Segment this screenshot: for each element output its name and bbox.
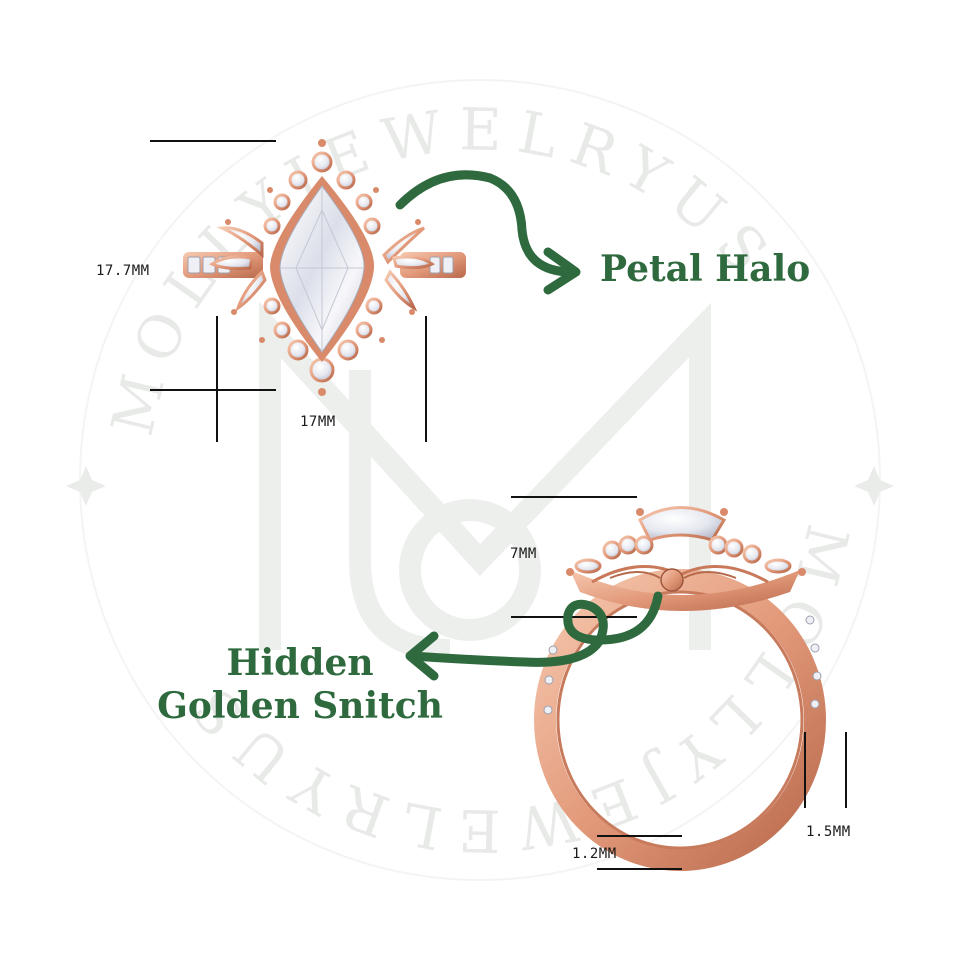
crown-setting	[566, 506, 806, 611]
hidden-snitch-label-line2: Golden Snitch	[157, 685, 443, 728]
hidden-snitch-label-line1: Hidden	[226, 642, 374, 684]
petal-stone	[208, 226, 435, 312]
width-dimension-label: 17MM	[300, 414, 336, 430]
band-width-dimension-label: 1.2MM	[572, 846, 617, 862]
watermark: MOLLYJEWELRYUS MOLLYJEWELRYUS	[66, 79, 894, 881]
length-dimension-label: 17.7MM	[96, 263, 150, 279]
dimension-lines-side	[511, 496, 847, 870]
watermark-star-icon	[66, 466, 894, 506]
halo-round-stones	[263, 151, 383, 383]
halo-prongs	[225, 139, 421, 396]
arrow-hidden-snitch	[405, 591, 663, 681]
dimension-lines-top	[150, 140, 427, 442]
watermark-monogram	[259, 301, 711, 661]
petal-halo	[208, 139, 435, 396]
arrow-petal-halo	[395, 170, 581, 295]
marquise-center-stone	[270, 176, 375, 362]
petal-halo-label: Petal Halo	[600, 248, 811, 290]
snitch-icon	[609, 568, 737, 592]
ring-top-view	[183, 139, 466, 396]
band-thickness-dimension-label: 1.5MM	[806, 824, 851, 840]
hidden-snitch-label: Hidden Golden Snitch	[150, 642, 450, 728]
ring-side-view	[534, 506, 826, 871]
height-dimension-label: 7MM	[510, 546, 537, 562]
